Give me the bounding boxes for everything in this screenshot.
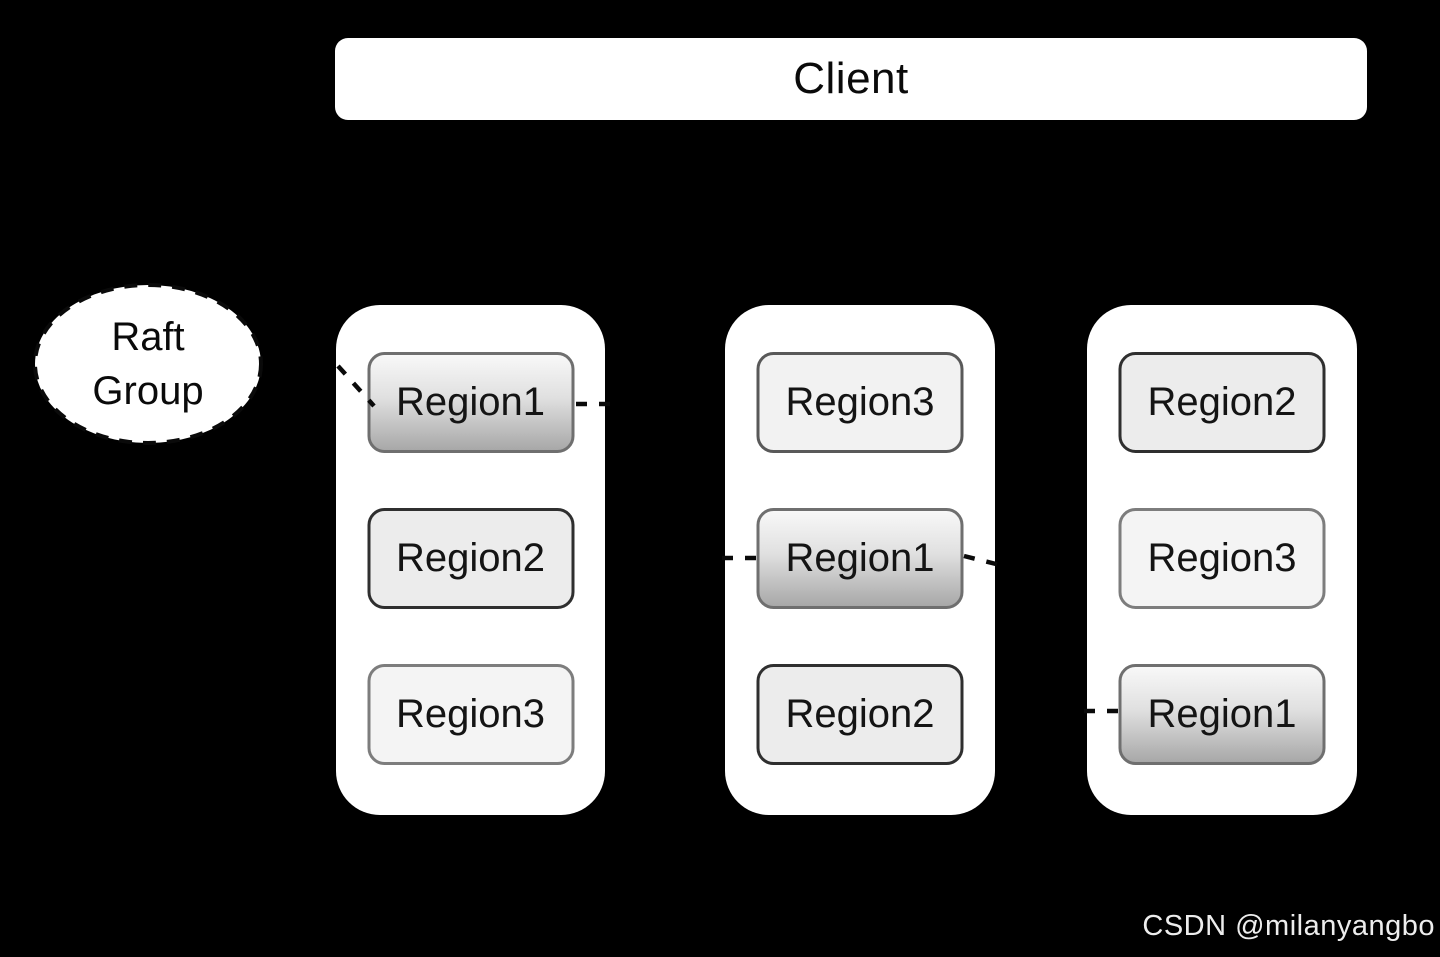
region-label: Region3 (395, 692, 545, 736)
node3-region1-leader: Region1 (1118, 664, 1326, 765)
raft-group-label-line1: Raft (111, 314, 185, 359)
store-node-1: Region1 Region2 Region3 (336, 305, 605, 815)
region-label: Region2 (785, 692, 935, 736)
raft-group-label-line2: Group (92, 368, 204, 413)
raft-group-label: Raft Group (35, 285, 261, 442)
region-label: Region1 (1147, 692, 1297, 736)
client-label: Client (793, 54, 909, 103)
node3-region2: Region2 (1118, 352, 1326, 453)
region-label: Region1 (395, 380, 545, 424)
node1-region2: Region2 (367, 508, 574, 609)
store-node-2: Region3 Region1 Region2 (725, 305, 995, 815)
node2-region2: Region2 (756, 664, 964, 765)
node3-region3: Region3 (1118, 508, 1326, 609)
client-box: Client (335, 38, 1367, 120)
region-label: Region3 (785, 380, 935, 424)
region-label: Region2 (1147, 380, 1297, 424)
watermark-text: CSDN @milanyangbo (1142, 910, 1435, 942)
node1-region3: Region3 (367, 664, 574, 765)
node1-region1-leader: Region1 (367, 352, 574, 453)
store-node-3: Region2 Region3 Region1 (1087, 305, 1357, 815)
node2-region1-leader: Region1 (756, 508, 964, 609)
region-label: Region2 (395, 536, 545, 580)
region-label: Region1 (785, 536, 935, 580)
node2-region3: Region3 (756, 352, 964, 453)
raft-group-ellipse (33, 283, 263, 445)
region-label: Region3 (1147, 536, 1297, 580)
